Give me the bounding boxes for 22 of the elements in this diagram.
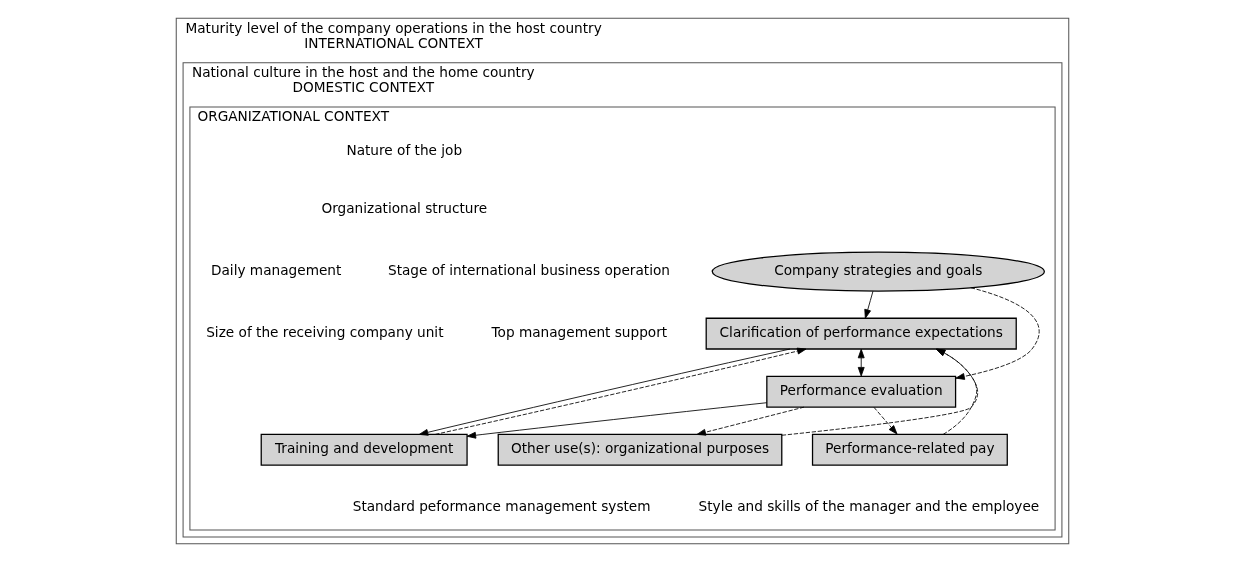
node-box: Other use(s): organizational purposes [497,433,782,466]
label: Top management support [491,323,667,340]
label: Daily management [210,261,341,278]
arrow [857,348,865,377]
label: Stage of international business operation [387,261,670,278]
node-box: Training and development [260,433,468,466]
arrow [935,348,977,435]
arrow [696,406,804,436]
label: Organizational structure [320,199,487,216]
node-box: Performance evaluation [765,375,956,408]
arrow [466,402,767,439]
node-ellipse: Company strategies and goals [711,251,1045,292]
label: Style and skills of the manager and the employee [698,498,1039,515]
arrow [954,287,1039,380]
arrow [863,290,873,319]
label: Standard peformance management system [352,498,651,515]
arrow [780,348,978,436]
label: Nature of the job [345,141,462,158]
node-box: Clarification of performance expectations [705,317,1017,350]
label: Size of the receiving company unit [205,323,444,340]
node-box: Performance-related pay [811,433,1008,466]
arrow [873,406,897,435]
